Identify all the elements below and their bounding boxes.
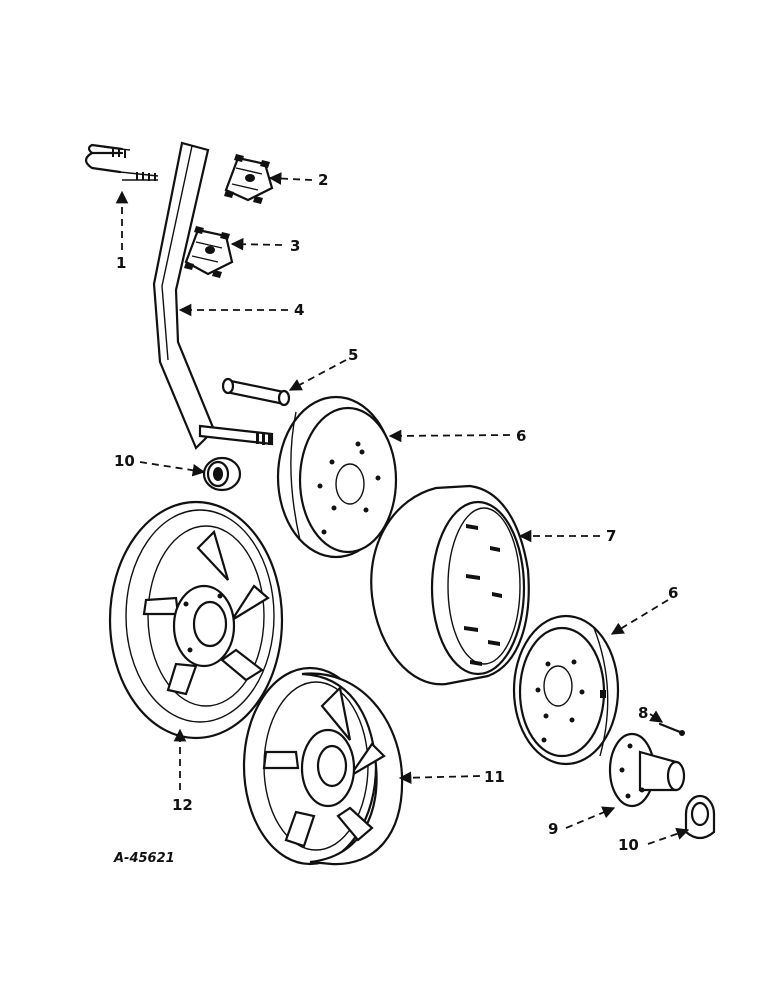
clamp-plate-lower-part	[184, 226, 234, 278]
leader-6a	[388, 429, 511, 443]
leader-2	[268, 172, 313, 185]
leader-3	[230, 237, 283, 251]
axle-stud-part	[198, 424, 274, 446]
pin-part	[221, 377, 291, 407]
callout-10-lower: 10	[618, 836, 639, 854]
callout-11: 11	[484, 768, 505, 786]
callout-10-upper: 10	[114, 452, 135, 470]
leader-10a	[139, 461, 206, 477]
wheel-left-part	[108, 500, 284, 740]
callout-5: 5	[348, 346, 358, 364]
leader-6b	[610, 599, 669, 635]
wheel-disc-half-lower-part	[512, 614, 620, 766]
leader-8	[649, 710, 664, 723]
drawing-number: A-45621	[113, 851, 175, 866]
callout-6-upper: 6	[516, 427, 526, 445]
leader-lines	[115, 172, 690, 845]
callout-9: 9	[548, 820, 558, 838]
leader-5	[288, 359, 347, 391]
wheel-center-part	[242, 666, 404, 866]
leader-9	[565, 806, 616, 829]
arm-part	[152, 141, 216, 450]
callout-labels: 1 2 3 4 5 6 6 7 8 9 10 10 11 12 A-45621	[113, 171, 678, 866]
callout-6-lower: 6	[668, 584, 678, 602]
callout-8: 8	[638, 704, 648, 722]
callout-3: 3	[290, 237, 300, 255]
bushing-lower-part	[684, 794, 716, 840]
callout-12: 12	[172, 796, 193, 814]
clamp-plate-upper-part	[224, 154, 274, 204]
hub-part	[608, 732, 686, 808]
tire-part	[370, 484, 530, 686]
leader-11	[398, 771, 481, 785]
callout-4: 4	[294, 301, 304, 319]
small-bolt-part	[658, 722, 685, 736]
callout-7: 7	[606, 527, 616, 545]
wheel-disc-half-upper-part	[276, 395, 398, 559]
callout-1: 1	[116, 254, 126, 272]
leader-10b	[647, 827, 690, 845]
u-bolt-part	[84, 143, 159, 181]
callout-2: 2	[318, 171, 328, 189]
bushing-upper-part	[202, 456, 242, 492]
